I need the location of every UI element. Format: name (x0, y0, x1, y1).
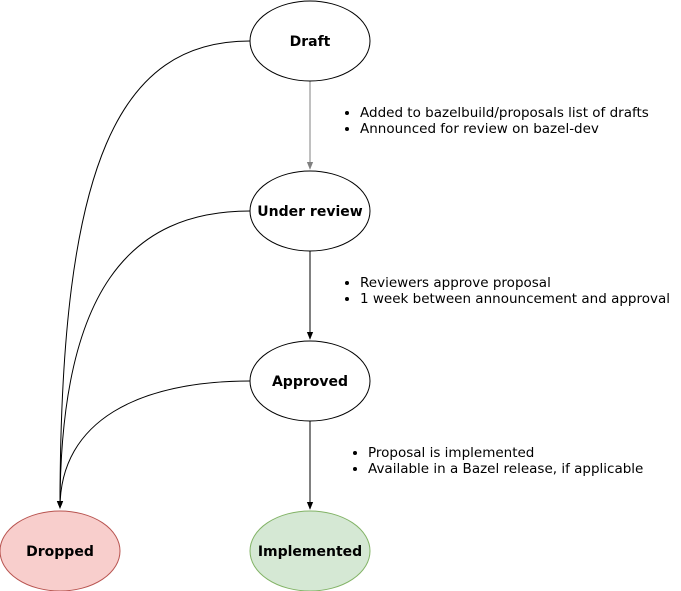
node-under-review-label: Under review (257, 204, 362, 220)
edge-approved-to-dropped (56, 380, 251, 509)
node-draft-label: Draft (290, 34, 331, 50)
note-item: Proposal is implemented (368, 445, 643, 461)
node-approved-label: Approved (272, 374, 348, 390)
node-dropped-label: Dropped (26, 544, 94, 560)
node-dropped: Dropped (0, 510, 121, 591)
note-item: Announced for review on bazel-dev (360, 121, 649, 137)
node-implemented: Implemented (249, 510, 371, 591)
node-under-review: Under review (249, 170, 371, 252)
note-item: Available in a Bazel release, if applica… (368, 461, 643, 477)
node-approved: Approved (249, 340, 371, 422)
node-implemented-label: Implemented (258, 544, 362, 560)
note-item: 1 week between announcement and approval (360, 291, 670, 307)
edge-draft-to-dropped (56, 40, 251, 509)
note-review-to-approved: Reviewers approve proposal 1 week betwee… (340, 275, 670, 307)
edge-review-to-dropped (56, 210, 251, 509)
note-item: Reviewers approve proposal (360, 275, 670, 291)
note-approved-to-implemented: Proposal is implemented Available in a B… (348, 445, 643, 477)
node-draft: Draft (249, 0, 371, 82)
note-draft-to-review: Added to bazelbuild/proposals list of dr… (340, 105, 649, 137)
note-item: Added to bazelbuild/proposals list of dr… (360, 105, 649, 121)
